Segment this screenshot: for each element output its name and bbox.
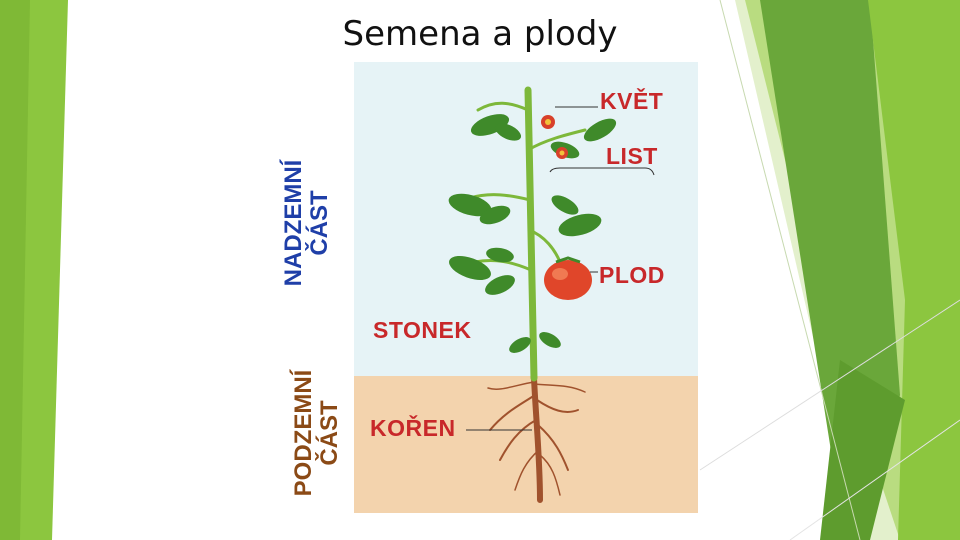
above-ground-label-line-1: NADZEMNÍ <box>280 159 307 287</box>
part-label-stem: STONEK <box>373 317 472 343</box>
part-label-leaf: LIST <box>606 143 658 169</box>
above-ground-label-line-2: ČÁST <box>306 190 333 256</box>
facet-line <box>719 0 861 540</box>
fruit <box>544 256 592 300</box>
soil-area <box>354 376 698 513</box>
below-ground-label-line-1: PODZEMNÍ <box>290 369 317 497</box>
roots <box>487 375 586 503</box>
leader-lines <box>466 106 655 431</box>
facet-line-3 <box>789 419 960 540</box>
part-label-root: KOŘEN <box>370 415 456 441</box>
facet-line-2 <box>699 299 960 471</box>
flowers <box>541 115 568 159</box>
slide-title: Semena a plody <box>342 14 618 54</box>
plant-diagram <box>354 62 698 513</box>
left-facet-inner <box>0 0 30 540</box>
part-label-flower: KVĚT <box>600 88 664 114</box>
right-facet-deep <box>820 360 905 540</box>
part-label-fruit: PLOD <box>599 262 665 288</box>
right-facet-green <box>868 0 960 540</box>
leaves <box>448 114 617 353</box>
below-ground-label-line-2: ČÁST <box>316 400 343 466</box>
below-ground-label: PODZEMNÍ ČÁST <box>290 343 343 523</box>
above-ground-label: NADZEMNÍ ČÁST <box>280 123 333 323</box>
